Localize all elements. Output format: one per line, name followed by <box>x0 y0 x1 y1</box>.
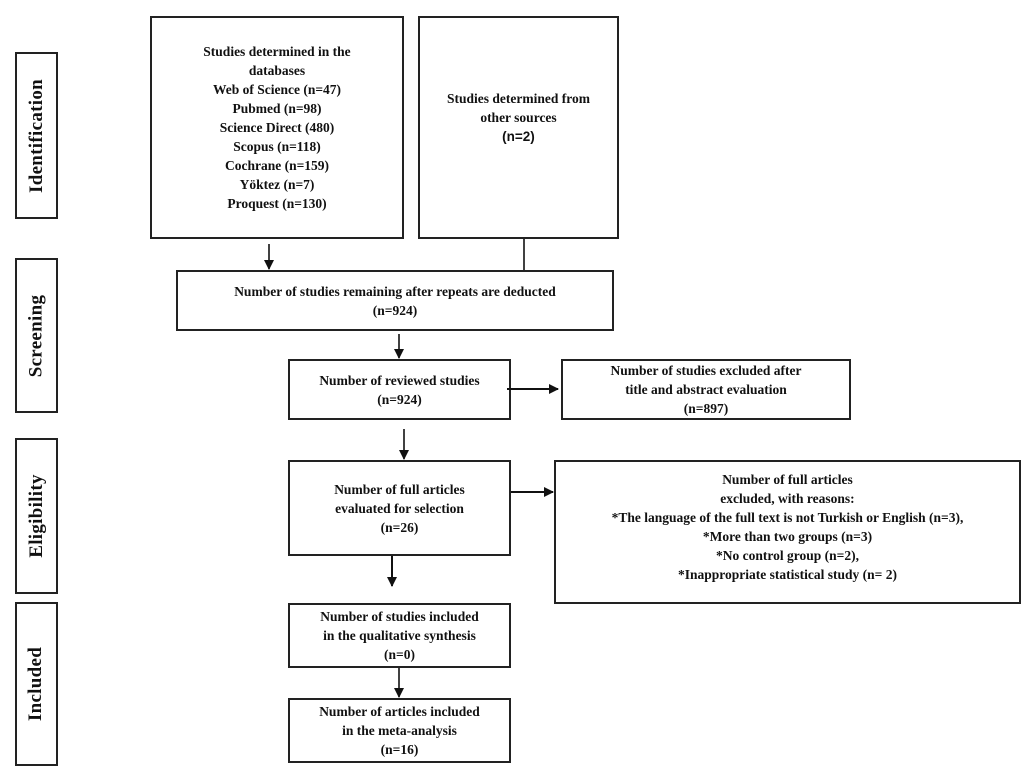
excluded-title-abstract-box: Number of studies excluded after title a… <box>561 359 851 420</box>
box-line: Number of studies remaining after repeat… <box>234 283 556 299</box>
qualitative-box: Number of studies included in the qualit… <box>288 603 511 668</box>
phase-included: Included <box>15 602 58 766</box>
box-line: evaluated for selection <box>335 500 464 516</box>
box-line: Web of Science (n=47) <box>212 82 342 97</box>
box-line: Science Direct (480) <box>219 120 335 135</box>
box-line: *More than two groups (n=3) <box>702 529 873 544</box>
box-line: (n=0) <box>384 647 415 662</box>
box-line: Studies determined from <box>447 91 590 106</box>
meta-analysis-box: Number of articles included in the meta-… <box>288 698 511 763</box>
phase-identification: Identification <box>15 52 58 219</box>
box-line: Scopus (n=118) <box>233 139 321 154</box>
full-articles-box: Number of full articles evaluated for se… <box>288 460 511 556</box>
reviewed-box: Number of reviewed studies (n=924) <box>288 359 511 420</box>
box-line: Yöktez (n=7) <box>239 177 315 192</box>
box-line: *The language of the full text is not Tu… <box>611 510 964 525</box>
box-line: Number of full articles <box>334 481 465 497</box>
box-line: Cochrane (n=159) <box>224 158 330 173</box>
other-sources-box: Studies determined from other sources (n… <box>418 16 619 239</box>
box-line: excluded, with reasons: <box>720 491 855 506</box>
box-line: (n=2) <box>502 129 535 144</box>
after-repeats-box: Number of studies remaining after repeat… <box>176 270 614 331</box>
box-line: databases <box>248 63 306 78</box>
box-line: other sources <box>480 110 557 125</box>
phase-eligibility: Eligibility <box>15 438 58 594</box>
box-line: *No control group (n=2), <box>716 548 859 563</box>
phase-screening: Screening <box>15 258 58 413</box>
box-line: (n=16) <box>380 742 419 757</box>
box-line: Number of full articles <box>722 472 853 487</box>
box-line: Proquest (n=130) <box>227 196 327 211</box>
box-line: Number of reviewed studies <box>319 372 480 388</box>
box-line: Pubmed (n=98) <box>232 101 322 116</box>
box-line: *Inappropriate statistical study (n= 2) <box>678 567 897 582</box>
box-line: Number of articles included <box>319 704 480 719</box>
box-line: (n=924) <box>377 391 422 407</box>
box-line: Studies determined in the <box>203 44 351 59</box>
full-excluded-box: Number of full articles excluded, with r… <box>554 460 1021 604</box>
databases-box: Studies determined in the databases Web … <box>150 16 404 239</box>
box-line: Number of studies excluded after <box>610 363 802 378</box>
box-line: in the qualitative synthesis <box>323 628 476 643</box>
box-line: title and abstract evaluation <box>625 382 787 397</box>
box-line: (n=26) <box>380 519 419 535</box>
box-line: (n=897) <box>683 401 729 416</box>
box-line: Number of studies included <box>320 609 479 624</box>
box-line: (n=924) <box>372 302 418 318</box>
box-line: in the meta-analysis <box>342 723 457 738</box>
